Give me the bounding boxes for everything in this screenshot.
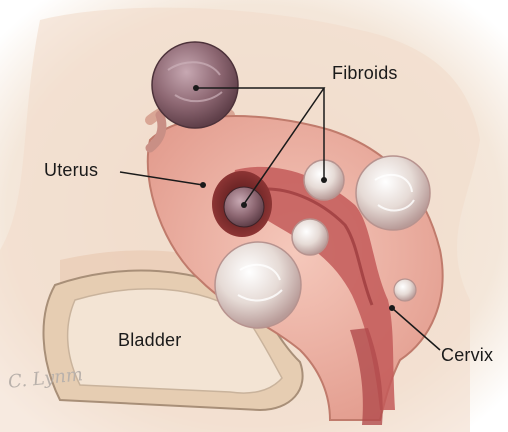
- fibroid-large-lower: [215, 242, 301, 328]
- fibroid-subserosal: [152, 42, 238, 128]
- fibroid-cervical: [394, 279, 416, 301]
- label-cervix: Cervix: [441, 345, 493, 366]
- label-uterus: Uterus: [44, 160, 98, 181]
- label-fibroids: Fibroids: [332, 63, 398, 84]
- fibroid-submucosal: [292, 219, 328, 255]
- fibroid-large-right: [356, 156, 430, 230]
- label-bladder: Bladder: [118, 330, 181, 351]
